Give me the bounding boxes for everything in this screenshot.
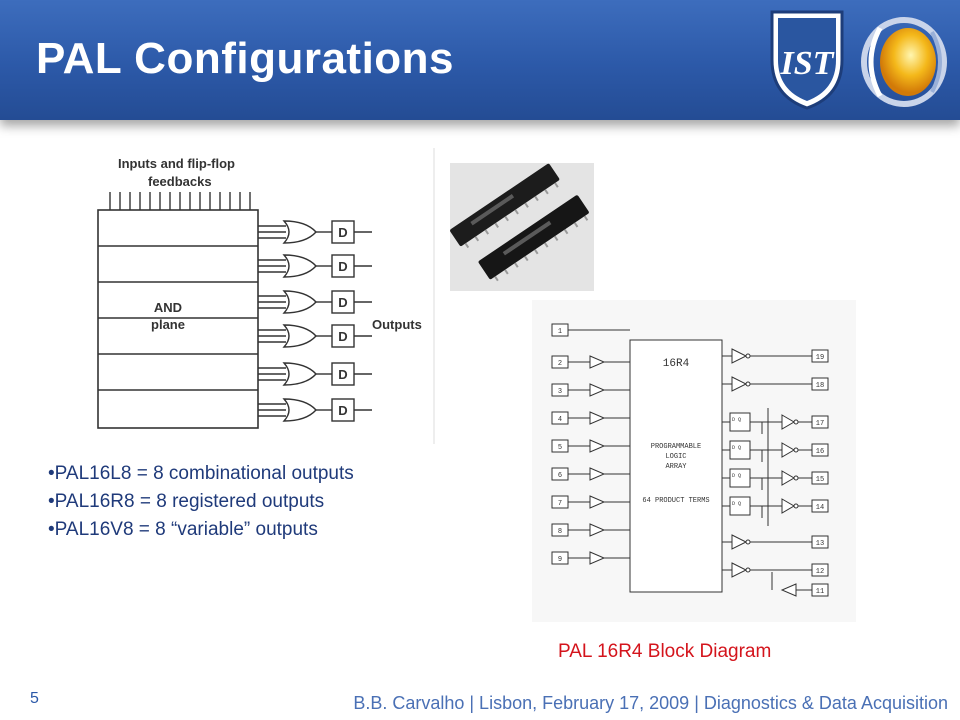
chip-1 [450, 163, 560, 249]
list-item: •PAL16V8 = 8 “variable” outputs [48, 519, 318, 540]
and-plane-label-1: AND [154, 300, 182, 315]
or-ff-row [258, 398, 372, 422]
ff-dq-label: D Q [732, 417, 741, 423]
list-item: •PAL16L8 = 8 combinational outputs [48, 463, 354, 484]
slide-title: PAL Configurations [36, 34, 455, 83]
ff-dq-label: D Q [732, 501, 741, 507]
diagram-top-label-2: feedbacks [148, 174, 212, 189]
pal16r4-block-diagram: 16R4 PROGRAMMABLE LOGIC ARRAY 64 PRODUCT… [532, 300, 856, 622]
pin-number: 3 [558, 388, 562, 396]
pin-number: 13 [816, 540, 824, 548]
feedback-lines [109, 192, 251, 210]
page-number: 5 [30, 690, 39, 707]
array-label-2: LOGIC [665, 453, 686, 461]
ist-crest-text: IST [780, 45, 835, 82]
pin-number: 8 [558, 528, 562, 536]
ff-label: D [338, 403, 347, 418]
pin-number: 7 [558, 500, 562, 508]
ff-label: D [338, 225, 347, 240]
logic-array-box [629, 339, 723, 593]
ring-logo-icon [861, 17, 947, 107]
pin-number: 16 [816, 448, 824, 456]
chip-name: 16R4 [663, 358, 690, 370]
pin-number: 12 [816, 568, 824, 576]
pin-number: 18 [816, 382, 824, 390]
pal-variant-list: •PAL16L8 = 8 combinational outputs •PAL1… [48, 460, 354, 544]
ist-crest-logo: IST [770, 10, 844, 110]
chip-2 [478, 195, 589, 282]
or-ff-row [258, 220, 372, 244]
registered-outputs [722, 412, 829, 518]
diagram-top-label-1: Inputs and flip-flop [118, 156, 235, 171]
slide-footer: B.B. Carvalho | Lisbon, February 17, 200… [353, 693, 948, 713]
array-label-3: ARRAY [665, 463, 687, 471]
pin-number: 19 [816, 354, 824, 362]
input-pins [551, 323, 630, 565]
combinational-outputs-bottom [722, 534, 829, 597]
and-plane-label-2: plane [151, 317, 185, 332]
pin-number: 15 [816, 476, 824, 484]
block-diagram-caption: PAL 16R4 Block Diagram [558, 641, 772, 662]
product-terms-label: 64 PRODUCT TERMS [642, 497, 709, 505]
or-ff-row [258, 362, 372, 386]
outputs-label: Outputs [372, 317, 422, 332]
pin-number: 4 [558, 416, 562, 424]
ff-label: D [338, 367, 347, 382]
or-ff-row [258, 290, 372, 314]
pin-number: 1 [558, 328, 562, 336]
or-ff-row [258, 254, 372, 278]
list-item: •PAL16R8 = 8 registered outputs [48, 491, 325, 512]
chip-photo [450, 163, 594, 291]
pin-number: 6 [558, 472, 562, 480]
pin-number: 17 [816, 420, 824, 428]
combinational-outputs-top [722, 348, 829, 392]
pin-number: 5 [558, 444, 562, 452]
ff-label: D [338, 295, 347, 310]
pin-number: 14 [816, 504, 824, 512]
or-ff-rows [258, 220, 372, 422]
ff-label: D [338, 329, 347, 344]
pin-number: 11 [816, 588, 824, 596]
pal-diagram: Inputs and flip-flop feedbacks AND plane… [80, 148, 436, 444]
array-label-1: PROGRAMMABLE [651, 443, 701, 451]
or-ff-row [258, 324, 372, 348]
output-pin-numbers: 19 18 17 16 15 14 13 12 11 [816, 354, 824, 596]
ff-labels: D D D D D D [338, 225, 347, 418]
ff-dq-label: D Q [732, 473, 741, 479]
pin-number: 9 [558, 556, 562, 564]
pin-number: 2 [558, 360, 562, 368]
input-pin-numbers: 1 2 3 4 5 6 7 8 9 [558, 328, 562, 564]
ff-dq-label: D Q [732, 445, 741, 451]
ff-dq-labels: D Q D Q D Q D Q [732, 417, 741, 507]
ff-label: D [338, 259, 347, 274]
